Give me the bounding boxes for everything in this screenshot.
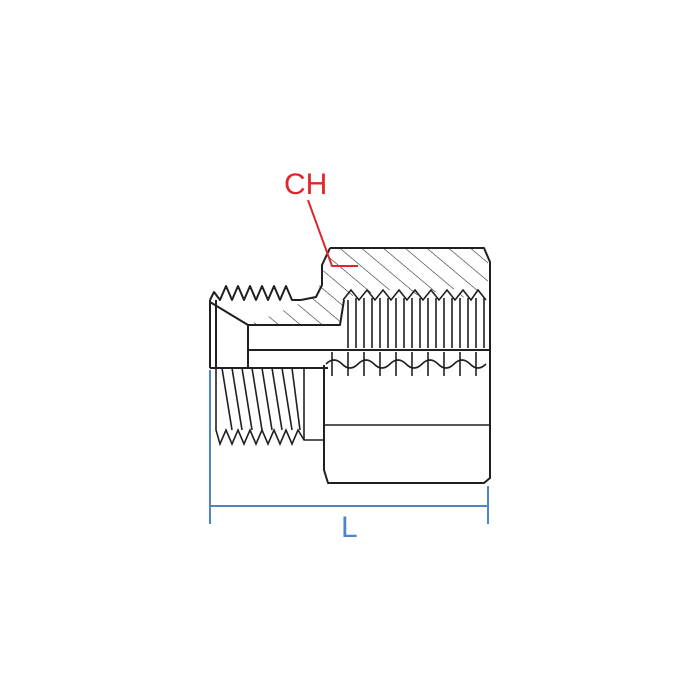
length-label: L	[341, 511, 358, 544]
female-thread-upper	[342, 288, 487, 348]
ch-callout: CH	[284, 168, 358, 267]
length-dimension	[209, 370, 489, 524]
male-thread-lower	[215, 365, 325, 447]
body-outline	[209, 247, 491, 484]
ch-leader	[307, 199, 358, 267]
section-hatch	[248, 248, 488, 325]
female-thread-lower	[324, 352, 490, 426]
ch-label: CH	[284, 168, 327, 201]
